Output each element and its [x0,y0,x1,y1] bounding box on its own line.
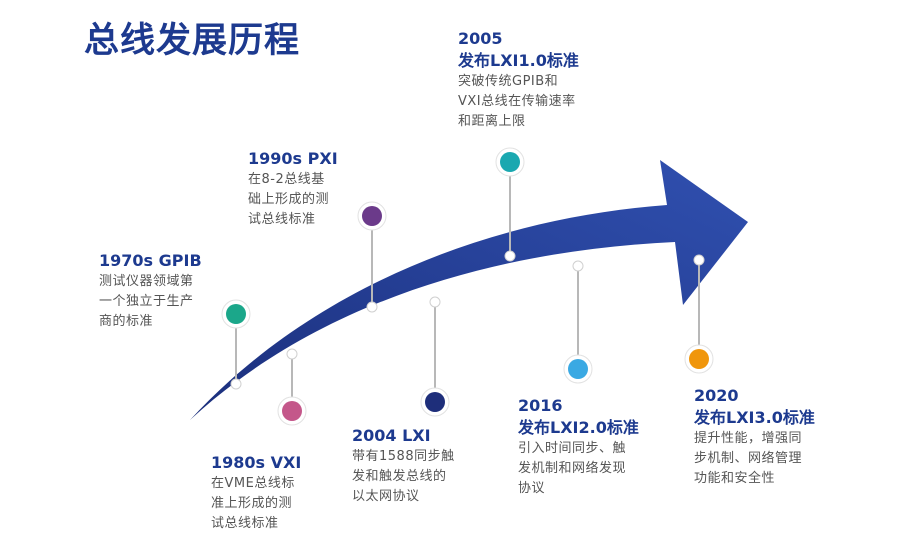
milestone-description: 带有1588同步触 发和触发总线的 以太网协议 [352,447,455,507]
milestone-year: 2016 [518,396,563,415]
description-line: 商的标准 [99,314,154,329]
timeline-arrow [190,160,748,420]
milestone-1990s-pxi: 1990s PXI 在8-2总线基 础上形成的测 试总线标准 [248,148,338,230]
description-line: 提升性能，增强同 [694,431,803,446]
anchor-dot-lxi1 [504,250,516,262]
description-line: 带有1588同步触 [352,449,455,464]
description-line: 协议 [518,481,546,496]
description-line: 功能和安全性 [694,471,776,486]
marker-dot-lxi2 [568,359,588,379]
milestone-year: 2020 [694,386,739,405]
milestone-description: 提升性能，增强同 步机制、网络管理 功能和安全性 [694,429,815,489]
description-line: 发和触发总线的 [352,469,447,484]
description-line: 和距离上限 [458,114,526,129]
anchor-dot-lxi3 [693,254,705,266]
milestone-description: 测试仪器领域第 一个独立于生产 商的标准 [99,272,202,332]
marker-dot-lxi3 [689,349,709,369]
description-line: 试总线标准 [211,516,279,531]
anchor-dot-lxi2 [572,260,584,272]
milestone-year: 2005 [458,29,503,48]
description-line: 准上形成的测 [211,496,293,511]
marker-dot-vxi [282,401,302,421]
description-line: 试总线标准 [248,212,316,227]
anchor-dot-lxi2004 [429,296,441,308]
milestone-year: 2004 LXI [352,426,431,445]
milestone-2016-lxi2: 2016 发布LXI2.0标准 引入时间同步、触 发机制和网络发现 协议 [518,395,639,499]
marker-dot-lxi1 [500,152,520,172]
description-line: 一个独立于生产 [99,294,194,309]
milestone-description: 在VME总线标 准上形成的测 试总线标准 [211,474,301,534]
milestone-subtitle: 发布LXI2.0标准 [518,418,639,437]
description-line: VXI总线在传输速率 [458,94,576,109]
anchor-dot-pxi [366,301,378,313]
description-line: 突破传统GPIB和 [458,74,559,89]
milestone-2005-lxi1: 2005 发布LXI1.0标准 突破传统GPIB和 VXI总线在传输速率 和距离… [458,28,579,132]
milestone-1980s-vxi: 1980s VXI 在VME总线标 准上形成的测 试总线标准 [211,452,301,534]
milestone-description: 在8-2总线基 础上形成的测 试总线标准 [248,170,338,230]
milestone-year: 1990s PXI [248,149,338,168]
milestone-description: 引入时间同步、触 发机制和网络发现 协议 [518,439,639,499]
milestone-subtitle: 发布LXI1.0标准 [458,51,579,70]
milestone-2020-lxi3: 2020 发布LXI3.0标准 提升性能，增强同 步机制、网络管理 功能和安全性 [694,385,815,489]
anchor-dot-vxi [286,348,298,360]
milestone-year: 1980s VXI [211,453,302,472]
milestone-subtitle: 发布LXI3.0标准 [694,408,815,427]
page-title: 总线发展历程 [84,21,301,61]
description-line: 础上形成的测 [248,192,330,207]
anchor-dot-gpib [230,378,242,390]
description-line: 在8-2总线基 [248,172,325,187]
marker-dot-lxi2004 [425,392,445,412]
description-line: 步机制、网络管理 [694,451,803,466]
description-line: 测试仪器领域第 [99,274,194,289]
marker-dot-gpib [226,304,246,324]
description-line: 发机制和网络发现 [518,461,627,476]
milestone-year: 1970s GPIB [99,251,202,270]
marker-dot-pxi [362,206,382,226]
description-line: 引入时间同步、触 [518,441,627,456]
description-line: 在VME总线标 [211,476,295,491]
milestone-description: 突破传统GPIB和 VXI总线在传输速率 和距离上限 [458,72,579,132]
milestone-1970s-gpib: 1970s GPIB 测试仪器领域第 一个独立于生产 商的标准 [99,250,202,332]
milestone-2004-lxi: 2004 LXI 带有1588同步触 发和触发总线的 以太网协议 [352,425,455,507]
description-line: 以太网协议 [352,489,420,504]
